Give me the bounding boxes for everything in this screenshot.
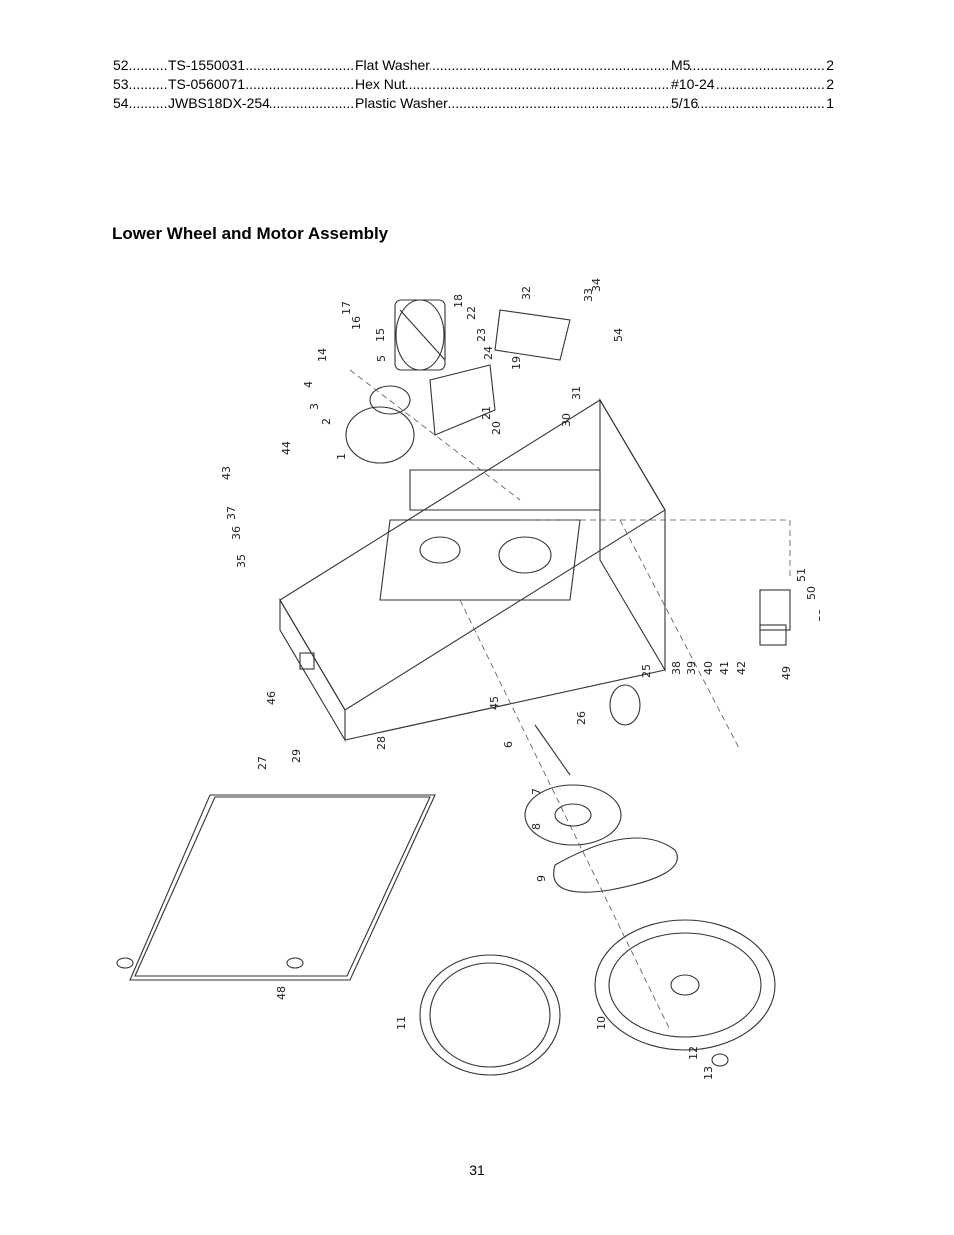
callout-54: 54 — [612, 328, 625, 342]
callout-27: 27 — [256, 756, 269, 770]
part-number: TS-1550031 — [168, 56, 246, 75]
callout-40: 40 — [702, 661, 715, 675]
callout-8: 8 — [530, 823, 543, 830]
tire-drawing — [419, 954, 561, 1076]
part-qty: 2 — [826, 75, 834, 94]
callout-35: 35 — [235, 554, 248, 568]
callout-3: 3 — [308, 403, 321, 410]
part-description: Flat Washer — [355, 56, 430, 75]
callout-42: 42 — [735, 661, 748, 675]
callout-50: 50 — [805, 586, 818, 600]
callout-44: 44 — [280, 441, 293, 455]
callout-37: 37 — [225, 506, 238, 520]
callout-16: 16 — [350, 316, 363, 330]
callout-7: 7 — [530, 788, 543, 795]
door-panel-drawing — [129, 794, 436, 981]
callout-13: 13 — [702, 1066, 715, 1080]
callout-18: 18 — [452, 294, 465, 308]
callout-22: 22 — [465, 306, 478, 320]
part-index: 53 — [113, 75, 129, 94]
parts-list: ........................................… — [113, 56, 834, 113]
callout-21: 21 — [480, 406, 493, 420]
callout-48: 48 — [275, 986, 288, 1000]
callout-41: 41 — [718, 661, 731, 675]
v-belt-drawing — [553, 837, 678, 893]
callout-12: 12 — [687, 1046, 700, 1060]
part-size: M5 — [671, 56, 691, 75]
callout-36: 36 — [230, 526, 243, 540]
callout-28: 28 — [375, 736, 388, 750]
part-index: 54 — [113, 94, 129, 113]
frame-drawing — [279, 397, 666, 743]
callout-5: 5 — [375, 355, 388, 362]
callout-labels: 1 2 3 4 5 6 7 8 9 10 11 12 13 14 15 16 1… — [220, 278, 820, 1080]
callout-9: 9 — [535, 875, 548, 882]
callout-24: 24 — [482, 346, 495, 360]
part-qty: 1 — [826, 94, 834, 113]
part-index: 52 — [113, 56, 129, 75]
part-description: Plastic Washer — [355, 94, 448, 113]
section-title: Lower Wheel and Motor Assembly — [112, 224, 389, 243]
callout-10: 10 — [595, 1016, 608, 1030]
parts-list-row: ........................................… — [113, 75, 834, 94]
page-number: 31 — [469, 1162, 485, 1178]
motor-drawing — [394, 299, 446, 371]
part-number: JWBS18DX-254 — [168, 94, 270, 113]
exploded-assembly-diagram: 1 2 3 4 5 6 7 8 9 10 11 12 13 14 15 16 1… — [116, 278, 820, 1080]
parts-list-row: ........................................… — [113, 56, 834, 75]
callout-34: 34 — [590, 278, 603, 292]
callout-30: 30 — [560, 413, 573, 427]
lower-wheel-drawing — [594, 919, 776, 1051]
callout-32: 32 — [520, 286, 533, 300]
callout-49: 49 — [780, 666, 793, 680]
part-size: #10-24 — [671, 75, 715, 94]
callout-19: 19 — [510, 356, 523, 370]
part-qty: 2 — [826, 56, 834, 75]
callout-33: 33 — [582, 288, 595, 302]
callout-25: 25 — [640, 664, 653, 678]
gearbox-drawing — [345, 406, 415, 464]
pulley-drawing — [524, 784, 622, 846]
callout-4: 4 — [302, 381, 315, 388]
callout-1: 1 — [335, 453, 348, 460]
callout-6: 6 — [502, 741, 515, 748]
callout-51: 51 — [795, 568, 808, 582]
callout-52: 52 — [817, 608, 820, 622]
callout-38: 38 — [670, 661, 683, 675]
callout-11: 11 — [395, 1016, 408, 1030]
callout-17: 17 — [340, 301, 353, 315]
callout-23: 23 — [475, 328, 488, 342]
callout-2: 2 — [320, 418, 333, 425]
callout-46: 46 — [265, 691, 278, 705]
callout-43: 43 — [220, 466, 233, 480]
part-size: 5/16 — [671, 94, 699, 113]
part-description: Hex Nut — [355, 75, 406, 94]
callout-31: 31 — [570, 386, 583, 400]
callout-20: 20 — [490, 421, 503, 435]
callout-15: 15 — [374, 328, 387, 342]
callout-29: 29 — [290, 749, 303, 763]
part-number: TS-0560071 — [168, 75, 246, 94]
callout-45: 45 — [488, 696, 501, 710]
callout-14: 14 — [316, 348, 329, 362]
callout-39: 39 — [685, 661, 698, 675]
callout-26: 26 — [575, 711, 588, 725]
parts-list-row: ........................................… — [113, 94, 834, 113]
